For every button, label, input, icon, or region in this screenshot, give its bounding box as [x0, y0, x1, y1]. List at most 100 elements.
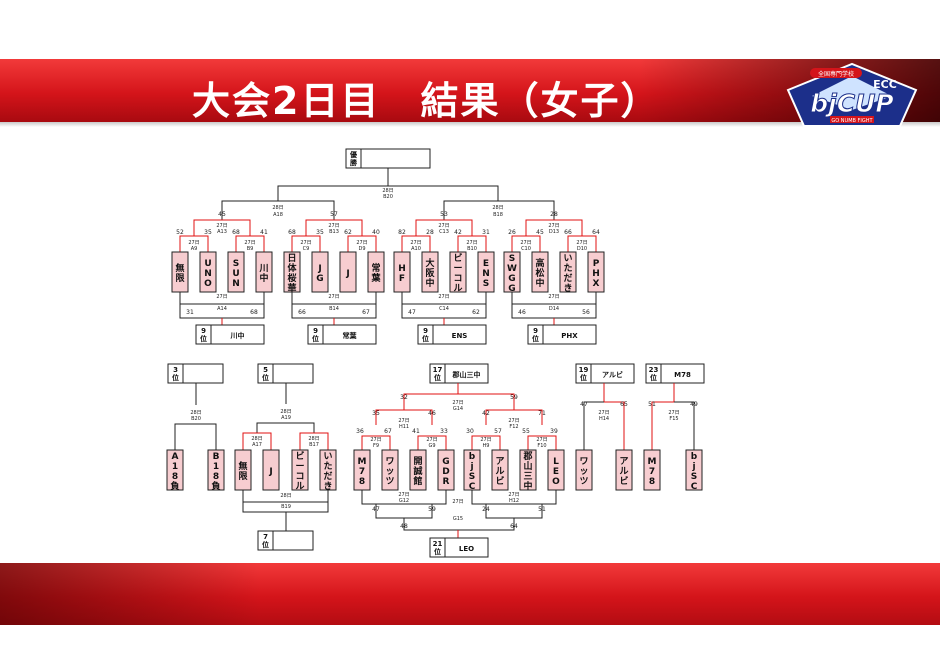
cons-code: D14 [549, 306, 559, 312]
consolation-bar [291, 292, 377, 305]
cons-code: B14 [329, 306, 339, 312]
quarter-bar [525, 219, 583, 236]
place-box [195, 324, 265, 345]
semi-score: 57 [330, 211, 338, 218]
team-name: 高松中 [535, 257, 544, 289]
19th-win [604, 401, 625, 450]
score: 51 [648, 401, 656, 408]
pair [361, 435, 391, 450]
score: 48 [400, 523, 408, 530]
champion-label: 優 [349, 150, 358, 159]
team-score: 68 [288, 229, 296, 236]
team-score: 62 [344, 229, 352, 236]
quarter-code: A13 [217, 229, 227, 235]
quarter-bar [193, 219, 251, 236]
score: 64 [510, 523, 518, 530]
game-code: H9 [483, 443, 490, 449]
consolation-bar [511, 292, 597, 305]
game-day: 27日 [466, 240, 477, 246]
header-shadow [0, 122, 940, 127]
cons [471, 490, 557, 505]
team-score: 68 [232, 229, 240, 236]
first-round-right [457, 235, 487, 252]
footer-band [0, 563, 940, 625]
place-rank: 7 [263, 533, 268, 541]
game-code: D9 [358, 246, 365, 252]
team-box [615, 449, 633, 491]
game-day: 27日 [576, 240, 587, 246]
game-code: C9 [303, 246, 310, 252]
team-box [166, 449, 184, 491]
first-round-left [291, 235, 321, 252]
champion-box [345, 148, 431, 169]
cons-day: 27日 [328, 294, 339, 300]
cons-day: 27日 [508, 492, 519, 498]
pair [471, 435, 501, 450]
game-code: B17 [309, 442, 319, 448]
semi-bar [443, 200, 555, 220]
team-box [519, 449, 537, 491]
team-name: ビーコル [295, 450, 304, 492]
cons-score: 62 [472, 309, 480, 316]
final-bar [277, 185, 499, 201]
score: 49 [690, 401, 698, 408]
game-day: 27日 [452, 499, 463, 505]
team-score: 35 [316, 229, 324, 236]
team-name: アルビ [619, 456, 628, 487]
cons-day: 27日 [216, 294, 227, 300]
team-box [311, 251, 329, 293]
score: 67 [384, 428, 392, 435]
3rd-bar [174, 423, 217, 450]
5th-pair-left [242, 432, 272, 450]
cons-day: 27日 [398, 492, 409, 498]
game-day: 27日 [536, 437, 547, 443]
semi-score: 28 [550, 211, 558, 218]
first-round-right [347, 235, 377, 252]
game-code: G9 [428, 443, 435, 449]
score: 71 [538, 410, 546, 417]
team-box [262, 449, 280, 491]
team-name: アルビ [495, 456, 504, 487]
quarter-bar [415, 219, 473, 236]
23rd-win [651, 401, 674, 450]
game-code: C10 [521, 246, 531, 252]
game-code: D10 [577, 246, 587, 252]
place-rank: 23 [649, 366, 659, 374]
17th-bar [403, 393, 515, 410]
place-box [307, 324, 377, 345]
5th-bar [256, 422, 315, 433]
team-score: 41 [260, 229, 268, 236]
svg-text:bjCUP: bjCUP [810, 89, 893, 118]
place-box [257, 530, 314, 551]
game-day: 27日 [452, 400, 463, 406]
team-name: ビーコル [453, 252, 462, 294]
place-rank: 位 [262, 373, 269, 382]
team-name: ワッツ [579, 457, 588, 487]
team-box [199, 251, 217, 293]
cons-code: B19 [281, 504, 291, 510]
3rd-code: B20 [191, 416, 201, 422]
game-day: 27日 [410, 240, 421, 246]
team-box [409, 449, 427, 491]
place-rank: 位 [434, 373, 441, 382]
team-score: 64 [592, 229, 600, 236]
team-box [575, 449, 593, 491]
team-name: 日体桜華 [287, 253, 297, 294]
game-day: 27日 [356, 240, 367, 246]
first-round-left [401, 235, 431, 252]
game-code: F12 [509, 424, 518, 430]
page-title: 大会2日目 結果（女子） [192, 79, 661, 123]
place-rank: 3 [173, 366, 178, 374]
place-rank: 5 [263, 366, 268, 374]
team-name: 常葉 [370, 262, 381, 284]
game-code: G14 [453, 406, 463, 412]
score: 46 [428, 410, 436, 417]
3rd-day: 28日 [190, 410, 201, 416]
